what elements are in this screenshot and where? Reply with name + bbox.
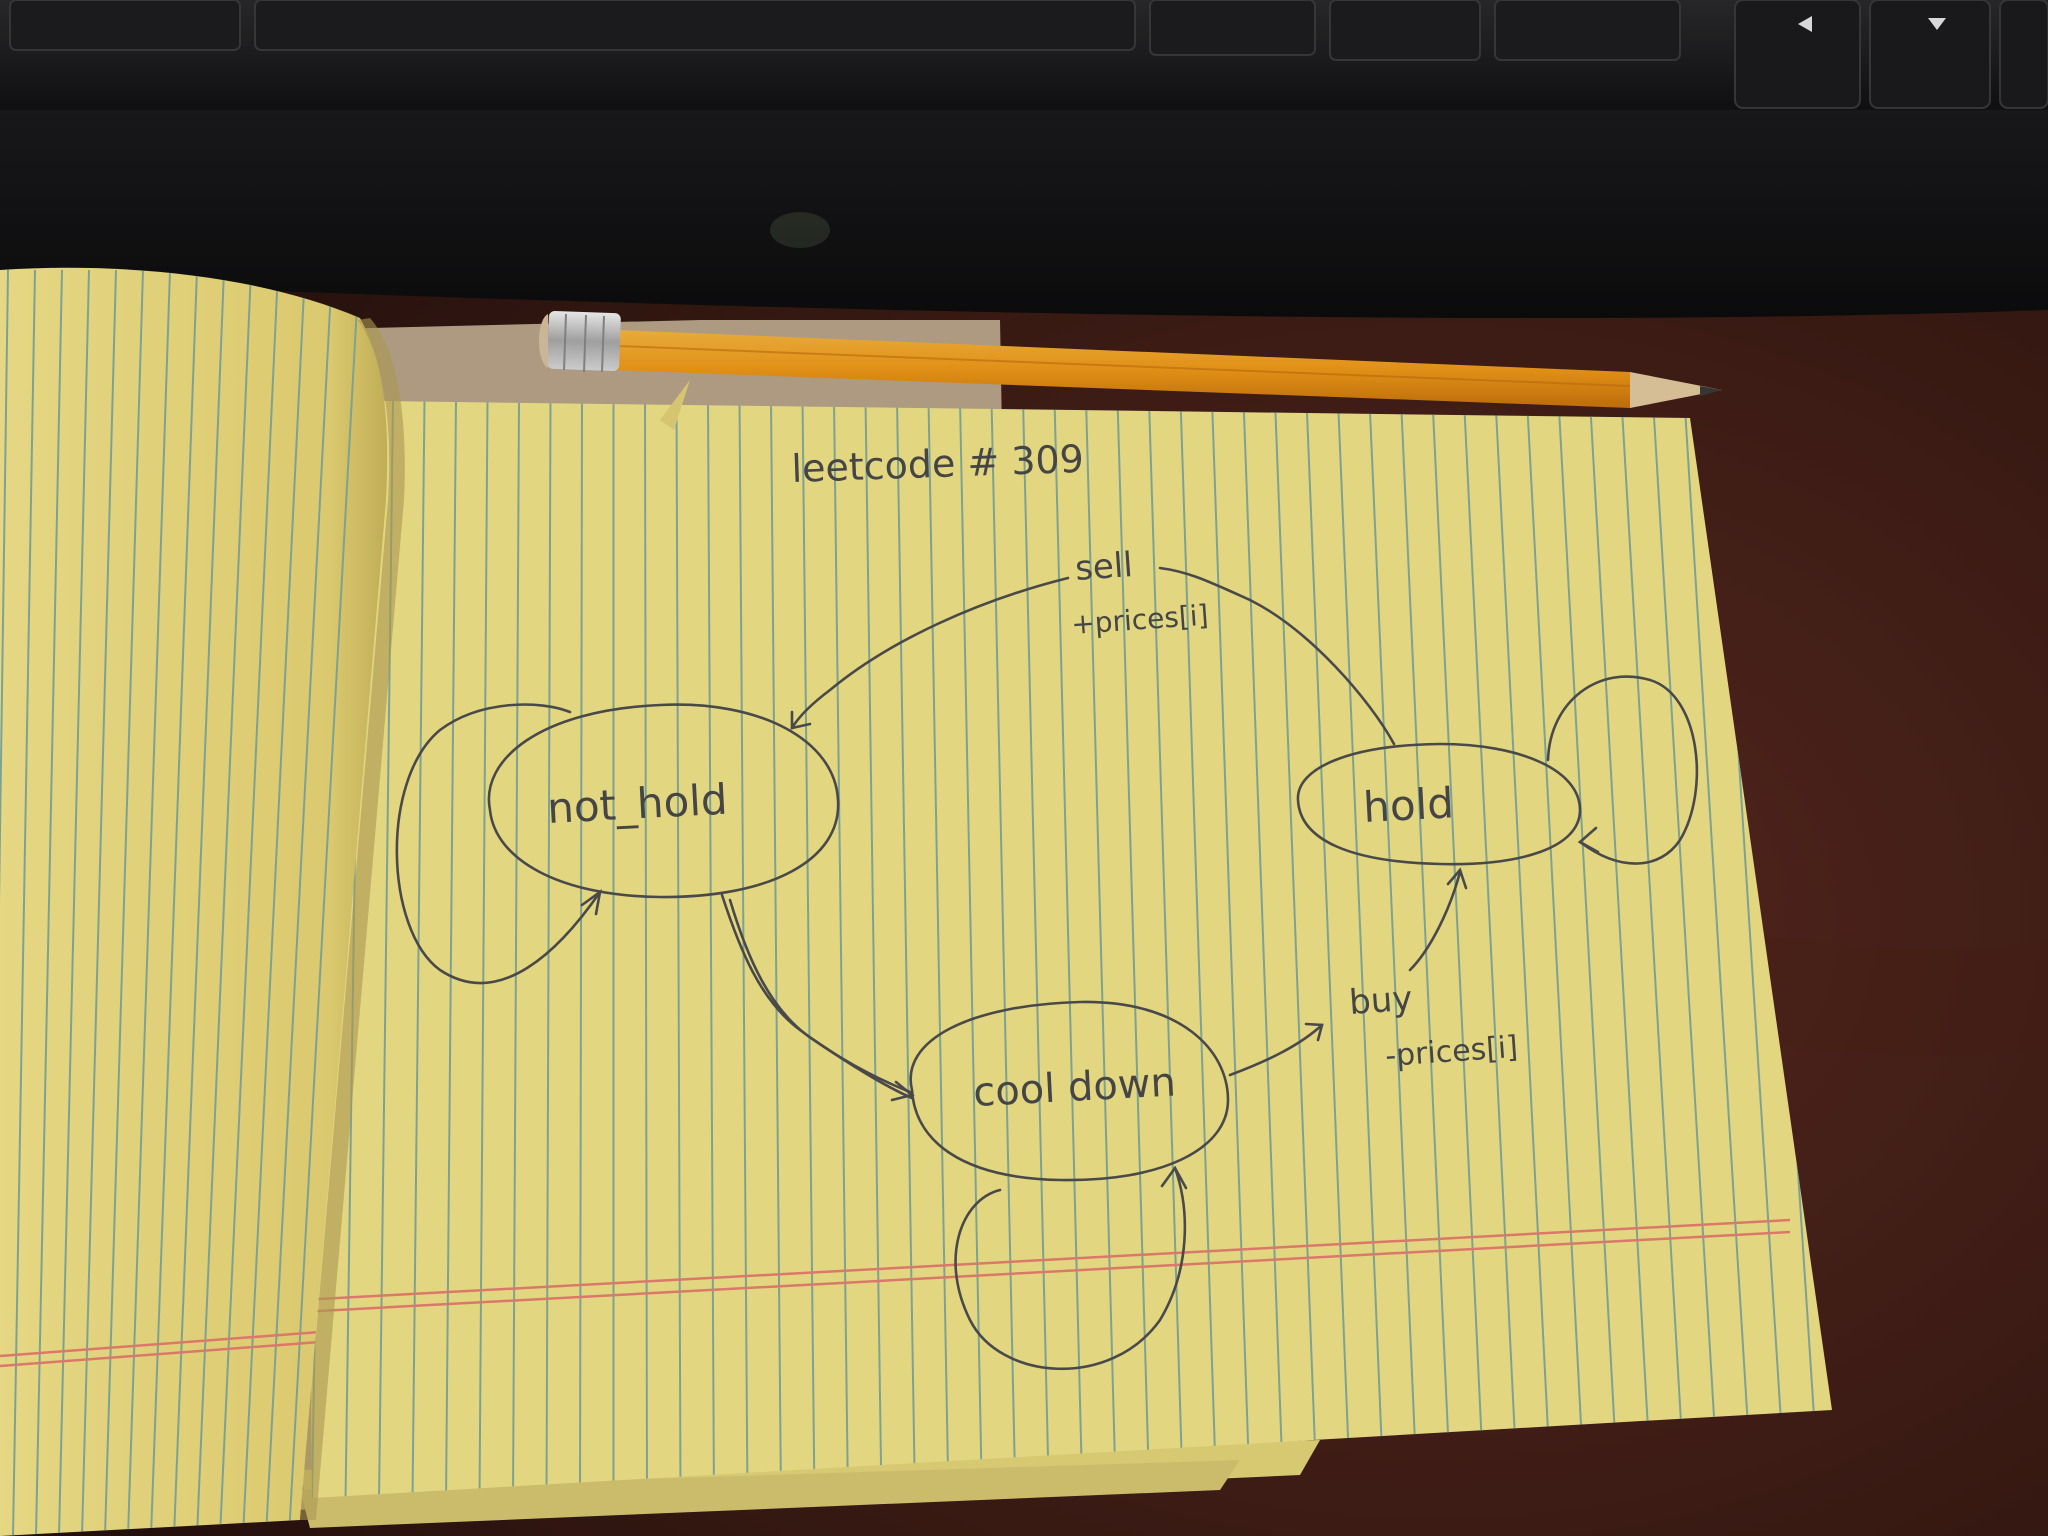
loop-hold — [1546, 675, 1699, 865]
ruled-line — [1337, 400, 1385, 1498]
ruled-line — [219, 269, 279, 1536]
state-hold-label: hold — [1362, 778, 1455, 832]
ruled-line — [445, 400, 457, 1498]
ruled-line — [1494, 400, 1553, 1498]
ruled-line — [770, 400, 782, 1498]
ruled-line — [1620, 400, 1687, 1498]
ruled-line — [1431, 400, 1486, 1498]
ruled-line — [1683, 400, 1754, 1498]
ruled-line — [833, 400, 849, 1498]
ruled-line — [150, 269, 198, 1536]
ruled-line — [1179, 400, 1218, 1498]
ruled-line — [1242, 400, 1285, 1498]
state-cooldown-label: cool down — [972, 1059, 1177, 1116]
ruled-line — [81, 269, 117, 1536]
ruled-line — [196, 269, 252, 1536]
ruled-line — [896, 400, 916, 1498]
ruled-line — [104, 269, 144, 1536]
ruled-line — [927, 400, 950, 1498]
ruled-line — [265, 269, 333, 1536]
ruled-line — [58, 269, 90, 1536]
transition-buy-action: buy — [1348, 979, 1414, 1023]
hand-drawn-state-diagram — [395, 566, 1699, 1371]
pencil — [539, 310, 1722, 408]
state-not-hold-label: not_hold — [546, 775, 729, 833]
ruled-line — [1652, 400, 1720, 1498]
ruled-line — [242, 269, 306, 1536]
ruled-line — [1211, 400, 1251, 1498]
arrow-buy-end — [1408, 870, 1462, 972]
ruled-line — [173, 269, 225, 1536]
note-title: leetcode # 309 — [791, 437, 1085, 491]
handwritten-labels: leetcode # 309 not_hold hold cool down s… — [546, 437, 1519, 1116]
ruled-line — [288, 269, 360, 1536]
ruled-line — [0, 269, 9, 1536]
transition-sell-action: sell — [1074, 545, 1134, 589]
ruled-line — [801, 400, 816, 1498]
legal-pad-folded-page — [0, 267, 405, 1536]
ruled-line — [512, 400, 520, 1498]
ruled-line — [579, 400, 583, 1498]
ruled-line — [1022, 400, 1050, 1498]
ruled-line — [990, 400, 1017, 1498]
ruled-line — [864, 400, 883, 1498]
state-cooldown-ellipse — [909, 1000, 1230, 1182]
ruled-line — [1305, 400, 1352, 1498]
ruled-line — [1589, 400, 1653, 1498]
keyboard — [0, 0, 2048, 319]
ruled-line — [35, 269, 63, 1536]
state-not-hold-ellipse — [487, 703, 840, 899]
ruled-line — [1085, 400, 1117, 1498]
ruled-line — [1274, 400, 1318, 1498]
loop-not-hold — [395, 703, 602, 985]
ruled-line — [959, 400, 983, 1498]
state-hold-ellipse — [1296, 742, 1582, 866]
loop-cooldown — [954, 1166, 1187, 1371]
ruled-line — [545, 400, 552, 1498]
ruled-line — [644, 400, 648, 1498]
ruled-line — [1053, 400, 1084, 1498]
legal-pad-page — [300, 380, 1832, 1498]
arrow-buy-start — [1228, 1023, 1324, 1077]
ruled-line — [1526, 400, 1586, 1498]
ruled-line — [707, 400, 715, 1498]
ruled-line — [1148, 400, 1184, 1498]
ruled-line — [1463, 400, 1519, 1498]
ruled-line — [127, 269, 171, 1536]
ruled-line — [1116, 400, 1151, 1498]
ruled-line — [675, 400, 682, 1498]
ruled-line — [478, 400, 489, 1498]
ruled-line — [1368, 400, 1419, 1498]
ruled-line — [12, 269, 36, 1536]
arrow-sell — [1158, 566, 1396, 746]
ruled-line — [1557, 400, 1620, 1498]
ruled-line — [411, 400, 426, 1498]
